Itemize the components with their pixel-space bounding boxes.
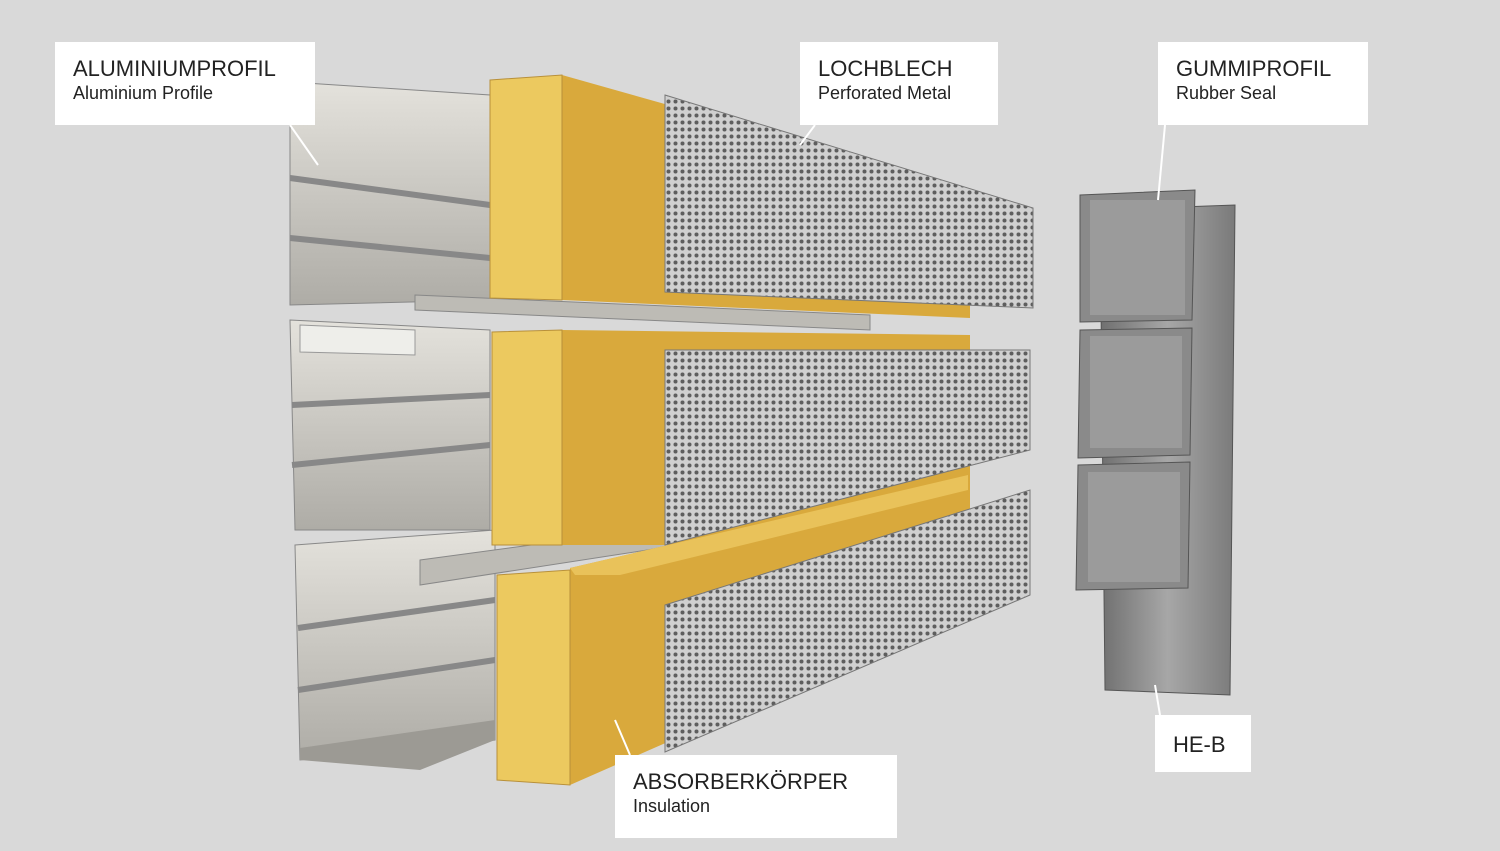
rubber-seal-and-heb <box>1075 189 1236 696</box>
label-subtitle: Rubber Seal <box>1176 83 1277 103</box>
label-title: GUMMIPROFIL <box>1176 56 1332 81</box>
label-rubber-seal: GUMMIPROFIL Rubber Seal <box>1158 42 1368 125</box>
label-title: HE-B <box>1173 732 1226 757</box>
label-title: ABSORBERKÖRPER <box>633 769 849 794</box>
label-subtitle: Insulation <box>633 796 711 816</box>
label-insulation: ABSORBERKÖRPER Insulation <box>615 755 897 838</box>
label-aluminium-profile: ALUMINIUMPROFIL Aluminium Profile <box>55 42 315 125</box>
leader-lines <box>289 124 1166 756</box>
label-subtitle: Perforated Metal <box>818 83 952 103</box>
label-title: LOCHBLECH <box>818 56 953 81</box>
label-title: ALUMINIUMPROFIL <box>73 56 276 81</box>
label-perforated-metal: LOCHBLECH Perforated Metal <box>800 42 998 125</box>
label-subtitle: Aluminium Profile <box>73 83 214 103</box>
perforated-metal-panels <box>664 94 1034 753</box>
aluminium-profile <box>289 81 871 770</box>
label-heb: HE-B <box>1155 715 1251 772</box>
